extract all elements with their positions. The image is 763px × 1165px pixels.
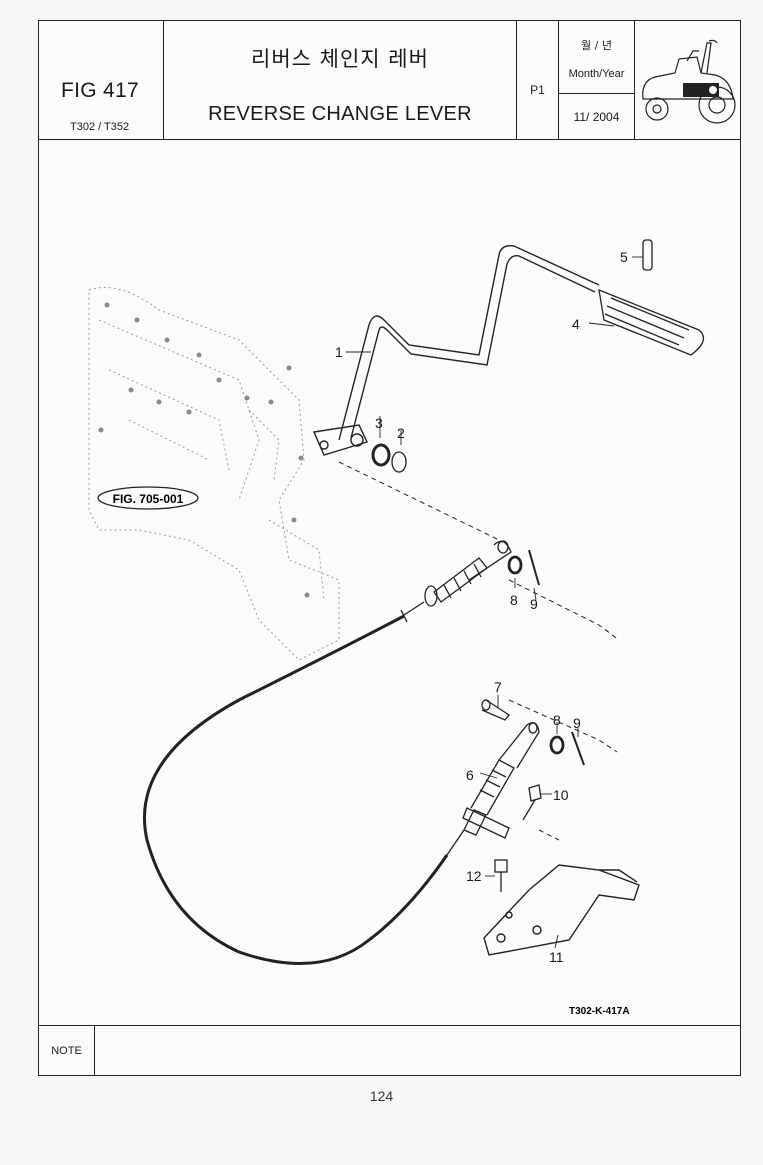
title-cell: 리버스 체인지 레버 REVERSE CHANGE LEVER	[164, 21, 517, 139]
model-codes: T302 / T352	[70, 121, 130, 133]
drawing-code: T302-K-417A	[569, 1006, 630, 1017]
part-6-cable-upper-end	[400, 540, 512, 623]
parts-page-frame: FIG 417 T302 / T352 리버스 체인지 레버 REVERSE C…	[38, 20, 741, 1076]
callout-1: 1	[335, 344, 343, 360]
part-3-washer	[371, 443, 391, 467]
part-12-bolt	[494, 859, 508, 892]
header-table: FIG 417 T302 / T352 리버스 체인지 레버 REVERSE C…	[39, 21, 740, 140]
callout-4: 4	[572, 316, 580, 332]
page-number: 124	[369, 1088, 394, 1104]
tractor-location-icon	[642, 39, 736, 124]
callout-2: 2	[397, 425, 405, 441]
assembly-lines	[338, 461, 620, 841]
callout-9-upper: 9	[530, 596, 538, 612]
page-code: P1	[530, 83, 545, 97]
part-9-pin-upper	[528, 549, 540, 586]
callout-11: 11	[549, 949, 564, 965]
part-5-pin	[642, 239, 653, 271]
part-8-washer-upper	[507, 555, 523, 575]
date-cell: 월 / 년 Month/Year 11/ 2004	[559, 21, 635, 139]
callout-6: 6	[466, 767, 474, 783]
title-english: REVERSE CHANGE LEVER	[208, 103, 472, 125]
callout-9-lower: 9	[573, 715, 581, 731]
tractor-thumbnail-cell	[635, 21, 740, 139]
callout-8-upper: 8	[510, 592, 518, 608]
part-10-bolt	[522, 784, 542, 821]
callout-3: 3	[375, 415, 383, 431]
part-2-snap-ring	[391, 451, 407, 473]
part-1-reverse-lever	[312, 245, 600, 456]
date-label-korean: 월 / 년	[581, 39, 612, 52]
callout-7: 7	[494, 679, 502, 695]
note-label: NOTE	[39, 1026, 95, 1075]
part-4-grip	[598, 288, 705, 356]
part-8-washer-lower	[549, 735, 565, 755]
date-value: 11/ 2004	[573, 110, 620, 124]
part-11-bracket	[483, 864, 640, 956]
date-label-english: Month/Year	[568, 68, 625, 80]
part-7-clevis-pin	[481, 699, 510, 721]
transmission-housing-outline	[88, 287, 340, 661]
date-divider	[559, 93, 634, 94]
title-korean: 리버스 체인지 레버	[251, 47, 429, 71]
cable-loop	[142, 614, 449, 966]
part-6-cable-lower-end	[446, 722, 540, 856]
callout-5: 5	[620, 249, 628, 265]
callout-8-lower: 8	[553, 712, 561, 728]
callout-12: 12	[466, 868, 482, 884]
reference-fig-oval	[97, 486, 199, 510]
note-row: NOTE	[39, 1025, 740, 1075]
part-9-pin-lower	[571, 731, 585, 766]
fig-cell: FIG 417 T302 / T352	[39, 21, 164, 139]
exploded-parts-diagram: FIG. 705-001	[39, 140, 740, 1024]
page-code-cell: P1	[517, 21, 559, 139]
callout-leaders	[346, 256, 643, 949]
fig-number: FIG 417	[61, 79, 139, 102]
callout-10: 10	[553, 787, 569, 803]
reference-fig-label: FIG. 705-001	[113, 492, 184, 506]
